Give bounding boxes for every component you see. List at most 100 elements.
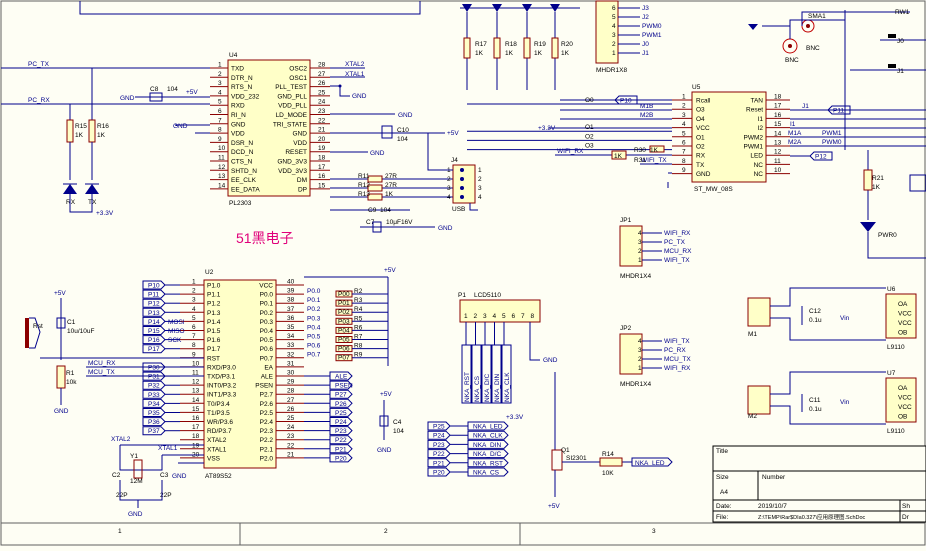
u2-port-p3-6: P36 (148, 419, 160, 426)
lcd-port-0: P25 (433, 424, 445, 431)
u2-port-p3-0: P30 (148, 365, 160, 372)
lcd-port-3-shape (427, 449, 451, 459)
u5-right-net-7: P12 (815, 154, 827, 161)
c8-gnd: GND (120, 95, 135, 102)
lcd-port-net-4: NKA_RST (473, 460, 503, 467)
pwr-led (860, 222, 876, 232)
u2-pin-name-r19: P2.0 (260, 455, 274, 462)
u2-pin-num-l6: 7 (192, 333, 196, 340)
motor-driver-2: M2 C11 0.1u Vin U7 L9110 (747, 370, 917, 435)
u5-pins: 1Rcall2O33O44VCC5O16O27RX8TX9GND18TAN17R… (672, 94, 790, 178)
lcd-net-box-0 (461, 344, 472, 404)
nka-led-port (631, 457, 673, 467)
pc-tx-net: PC_TX (28, 61, 50, 68)
u2-pin-name-l3: P1.3 (207, 310, 221, 317)
lcd-net-3: NKA_DIN (494, 374, 501, 402)
u2-p0-net-5: P0.5 (307, 334, 321, 341)
u2-pin-name-l7: P1.7 (207, 346, 221, 353)
u2-pins: 1P1.02P1.13P1.24P1.35P1.46P1.57P1.68P1.7… (180, 279, 304, 462)
u2-pin-num-l3: 4 (192, 306, 196, 313)
number-label: Number (762, 474, 786, 481)
u2-pin-name-r4: P0.3 (260, 319, 274, 326)
usb-pin-dot-0 (460, 168, 464, 172)
r16-ref: R16 (97, 123, 109, 130)
l9110-1-pin-1: VCC (898, 395, 912, 402)
lcd-net-box-2 (481, 344, 492, 404)
jp2-net-3: WIFI_RX (664, 365, 691, 372)
u2-pin-num-r16: 24 (287, 424, 295, 431)
u4-pin-name-r3: GND_PLL (277, 93, 307, 100)
u4-pin-name-r11: VDD_3V3 (278, 168, 307, 175)
r18-ref: R18 (505, 41, 517, 48)
r31-body (611, 150, 627, 160)
u6-ref: U6 (887, 286, 896, 293)
u2-p0-rname-0: R2 (354, 288, 363, 295)
u2-p0-net-3: P0.3 (307, 315, 321, 322)
u4-pin-num-l11: 12 (218, 164, 226, 171)
led-rx-label: RX (66, 199, 76, 206)
jp2-pin-num-2: 2 (638, 356, 642, 363)
u2-pin-name-r2: P0.1 (260, 301, 274, 308)
u2-p0-rname-4: R6 (354, 324, 363, 331)
lcd-port-net-3-shape (467, 449, 509, 459)
c2-val: 22P (116, 492, 128, 499)
usb-pin-dot-2 (460, 186, 464, 190)
u2-pin-num-r14: 26 (287, 406, 295, 413)
u2-pin-num-r1: 39 (287, 288, 295, 295)
m1-motor (747, 297, 771, 327)
u2-port-p1-4: P14 (148, 319, 160, 326)
u4-pin-name-r4: VDD_PLL (278, 103, 307, 110)
u5-right-net-1: P11 (833, 108, 844, 115)
u5-pin-name-l2: O4 (696, 116, 705, 123)
lcd-port-4-shape (427, 458, 451, 468)
u5-pin-num-l4: 5 (682, 130, 686, 137)
title-label: Title (716, 448, 728, 455)
usb-res-ref-1: R12 (358, 182, 370, 189)
u2-pin-name-r1: P0.0 (260, 292, 274, 299)
u5-pin-num-r5: 13 (774, 140, 782, 147)
reset-button (25, 318, 29, 348)
c2-ref: C2 (112, 472, 121, 479)
u5-right-net-3: M1A (788, 130, 802, 137)
u2-vcc-net: +5V (384, 267, 396, 274)
bnc-label-2: BNC (806, 45, 820, 52)
lcd-port-net-5-shape (467, 467, 509, 477)
u4-pin-name-r9: RESET (285, 149, 307, 156)
u5-wire-label-0: O0 (585, 97, 594, 104)
u2-alt-6: SCK (168, 337, 182, 344)
u2-p0-rname-3: R5 (354, 315, 363, 322)
u2-pin-num-l11: 12 (192, 379, 200, 386)
mcu-tx-net: MCU_TX (88, 369, 115, 376)
u5-pin-num-l2: 3 (682, 112, 686, 119)
u5-pin-name-l5: O2 (696, 144, 705, 151)
u5-pin-name-l4: O1 (696, 134, 705, 141)
u2-p2-port-4: P25 (335, 410, 347, 417)
r16-val: 1K (97, 132, 106, 139)
u2-pin-name-l5: P1.5 (207, 328, 221, 335)
usb-pin-num-right-1: 2 (478, 176, 482, 183)
lcd-pin-num-3: 4 (493, 313, 497, 320)
r20-val: 1K (561, 50, 570, 57)
u2-port-p1-1-shape (142, 289, 166, 299)
u4-gnd-pll: GND (352, 93, 367, 100)
u2-pin-num-r15: 25 (287, 415, 295, 422)
u4-pin-num-l5: 6 (218, 108, 222, 115)
u7-ref: U7 (887, 370, 896, 377)
u2-port-p1-3: P13 (148, 310, 160, 317)
resistor-row-top (463, 12, 559, 90)
u5-pin-name-l8: GND (696, 171, 711, 178)
lcd-net-1: NKA_CS (474, 375, 481, 402)
usb-pin-dot-3 (460, 195, 464, 199)
u2-pin-num-r6: 34 (287, 333, 295, 340)
q1-5v: +5V (548, 503, 560, 510)
usb-res-body-2 (367, 193, 383, 201)
lcd-net-4: NKA_CLK (504, 372, 511, 402)
u2-pin-name-r6: P0.5 (260, 337, 274, 344)
jp1-net-0: WIFI_RX (664, 230, 691, 237)
lcd-net-box-3 (491, 344, 502, 404)
lcd-port-net-2-shape (467, 439, 509, 449)
u7-body (885, 377, 917, 423)
